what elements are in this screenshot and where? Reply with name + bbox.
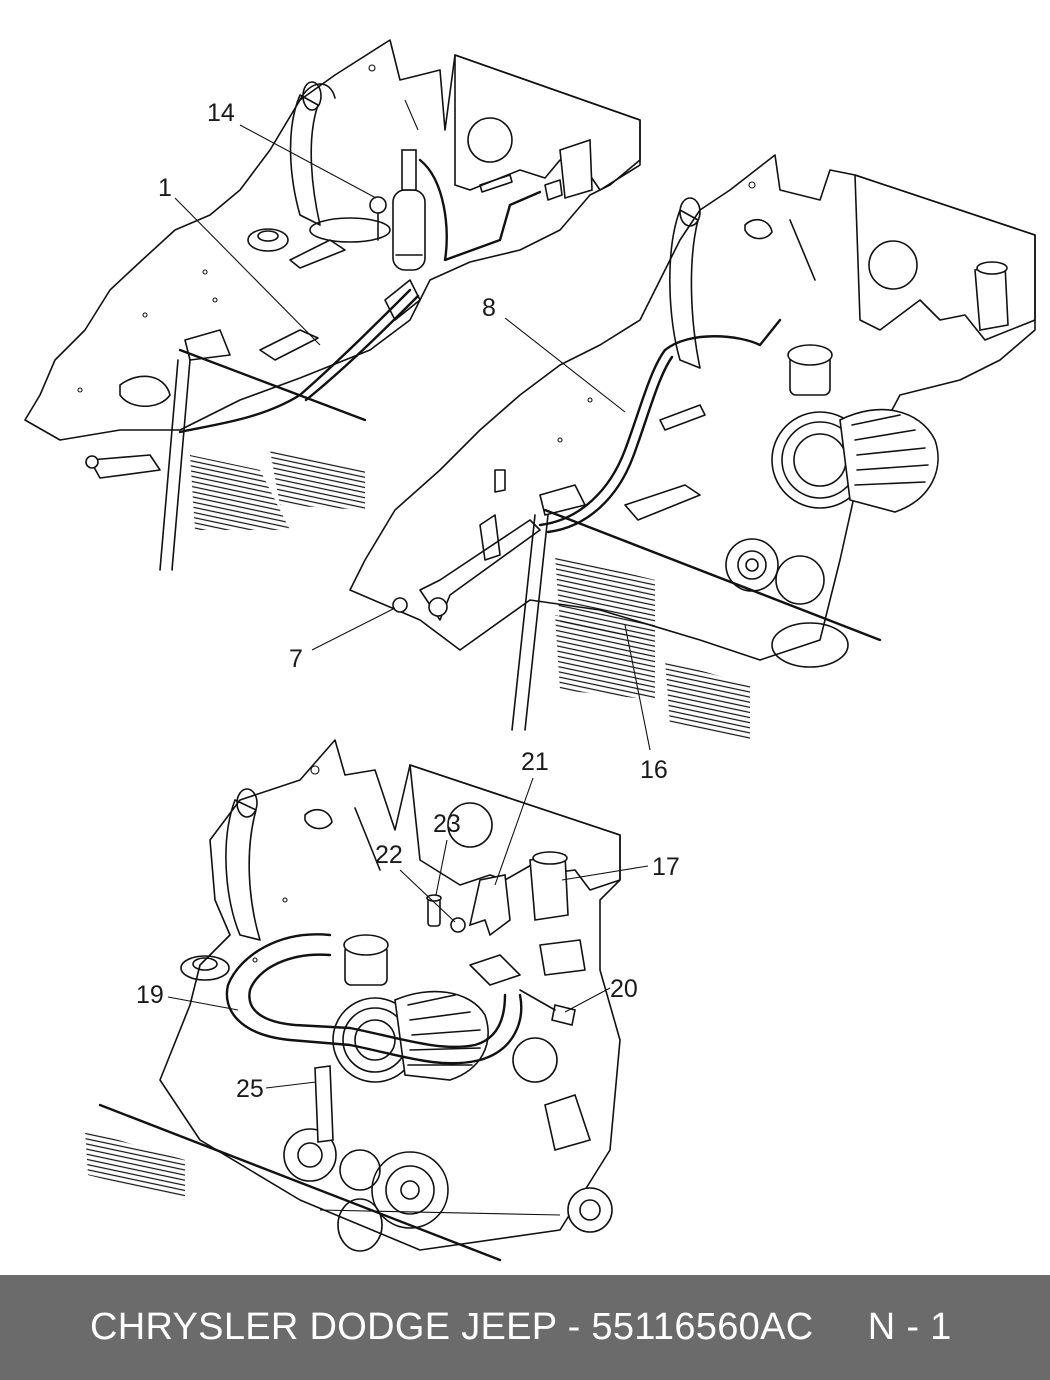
callout-7: 7 [289, 645, 303, 673]
callout-1: 1 [158, 174, 172, 202]
footer-bar: CHRYSLER DODGE JEEP - 55116560AC N - 1 [0, 1275, 1050, 1380]
view-2-compressor-line [349, 154, 1036, 740]
callout-22: 22 [375, 841, 403, 869]
leader-lines [167, 124, 651, 1089]
callout-21: 21 [521, 748, 549, 776]
callout-25: 25 [236, 1075, 264, 1103]
callouts: 1 14 8 7 16 21 23 22 17 19 20 25 [136, 99, 680, 1103]
callout-17: 17 [652, 853, 680, 881]
callout-19: 19 [136, 981, 164, 1009]
view-3-hose-assembly [85, 739, 621, 1262]
callout-8: 8 [482, 294, 496, 322]
callout-14: 14 [207, 99, 235, 127]
view-1-condenser-line [24, 39, 641, 571]
parts-diagram: 1 14 8 7 16 21 23 22 17 19 20 25 [24, 39, 1036, 1262]
callout-20: 20 [610, 975, 638, 1003]
callout-16: 16 [640, 756, 668, 784]
footer-part-number: CHRYSLER DODGE JEEP - 55116560AC N - 1 [90, 1306, 952, 1348]
callout-23: 23 [433, 810, 461, 838]
